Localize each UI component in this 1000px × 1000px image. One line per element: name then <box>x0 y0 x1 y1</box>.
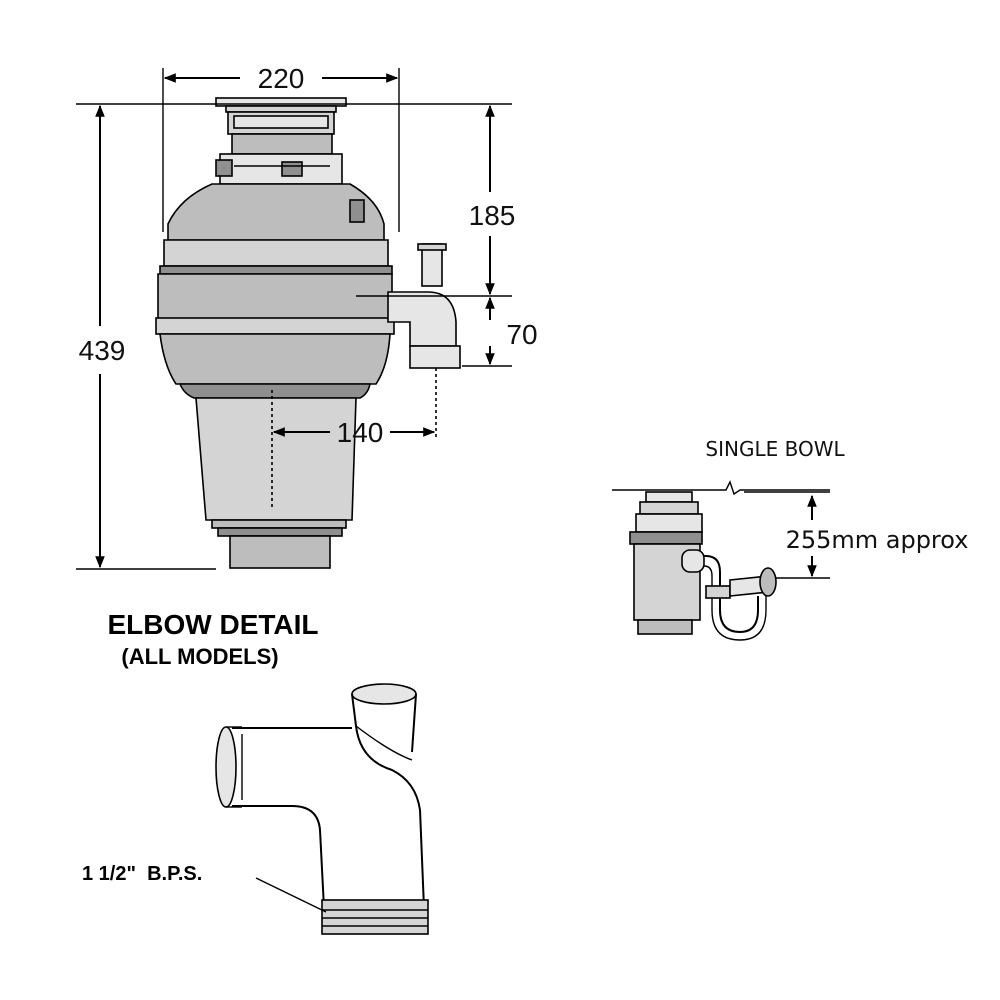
trap-pipe <box>688 555 759 634</box>
sink-bottom-line <box>612 480 830 496</box>
total-height-label: 439 <box>79 335 126 366</box>
trap-outlet <box>759 567 777 597</box>
elbow-detail-drawing <box>215 683 429 935</box>
motor-housing <box>157 273 393 323</box>
sink-flange <box>215 97 347 107</box>
elbow-top-opening <box>351 683 417 705</box>
housing-lower-band <box>155 317 395 335</box>
elbow-side-opening <box>215 726 237 808</box>
outlet-elbow <box>387 291 457 347</box>
single-bowl-title: SINGLE BOWL <box>705 437 845 461</box>
mount-lug-left <box>215 159 233 177</box>
housing-skirt <box>159 333 391 385</box>
upper-height-label: 185 <box>469 200 516 231</box>
mounting-assembly <box>219 153 343 185</box>
can-ring-2 <box>217 527 343 537</box>
can-ring-1 <box>211 519 347 529</box>
single-bowl-drawing <box>612 480 830 641</box>
elbow-body-outline <box>232 693 426 909</box>
mount-ring <box>231 133 333 155</box>
disposal-unit-drawing <box>155 97 461 569</box>
callout-leader <box>255 877 327 913</box>
housing-upper-band <box>163 239 389 267</box>
motor-base <box>229 535 331 569</box>
width-label: 220 <box>258 63 305 94</box>
elbow-bps-spigot <box>321 899 429 935</box>
motor-can <box>195 397 357 521</box>
bps-callout: 1 1/2" B.P.S. <box>82 863 202 885</box>
flange-ring <box>225 105 337 113</box>
dimension-lines <box>76 68 512 570</box>
mount-collar-band <box>233 115 329 129</box>
single-bowl-height-label: 255mm approx <box>786 526 969 554</box>
elbow-detail-subtitle: (ALL MODELS) <box>121 644 278 669</box>
mount-lug-center <box>281 161 303 177</box>
offset-label: 140 <box>337 417 384 448</box>
elbow-detail-title: ELBOW DETAIL <box>107 609 318 640</box>
outlet-height-label: 70 <box>506 319 537 350</box>
housing-bottom-ring <box>178 383 371 399</box>
outlet-spigot <box>409 345 461 369</box>
dishwasher-inlet <box>349 199 365 223</box>
housing-seam <box>159 265 393 275</box>
